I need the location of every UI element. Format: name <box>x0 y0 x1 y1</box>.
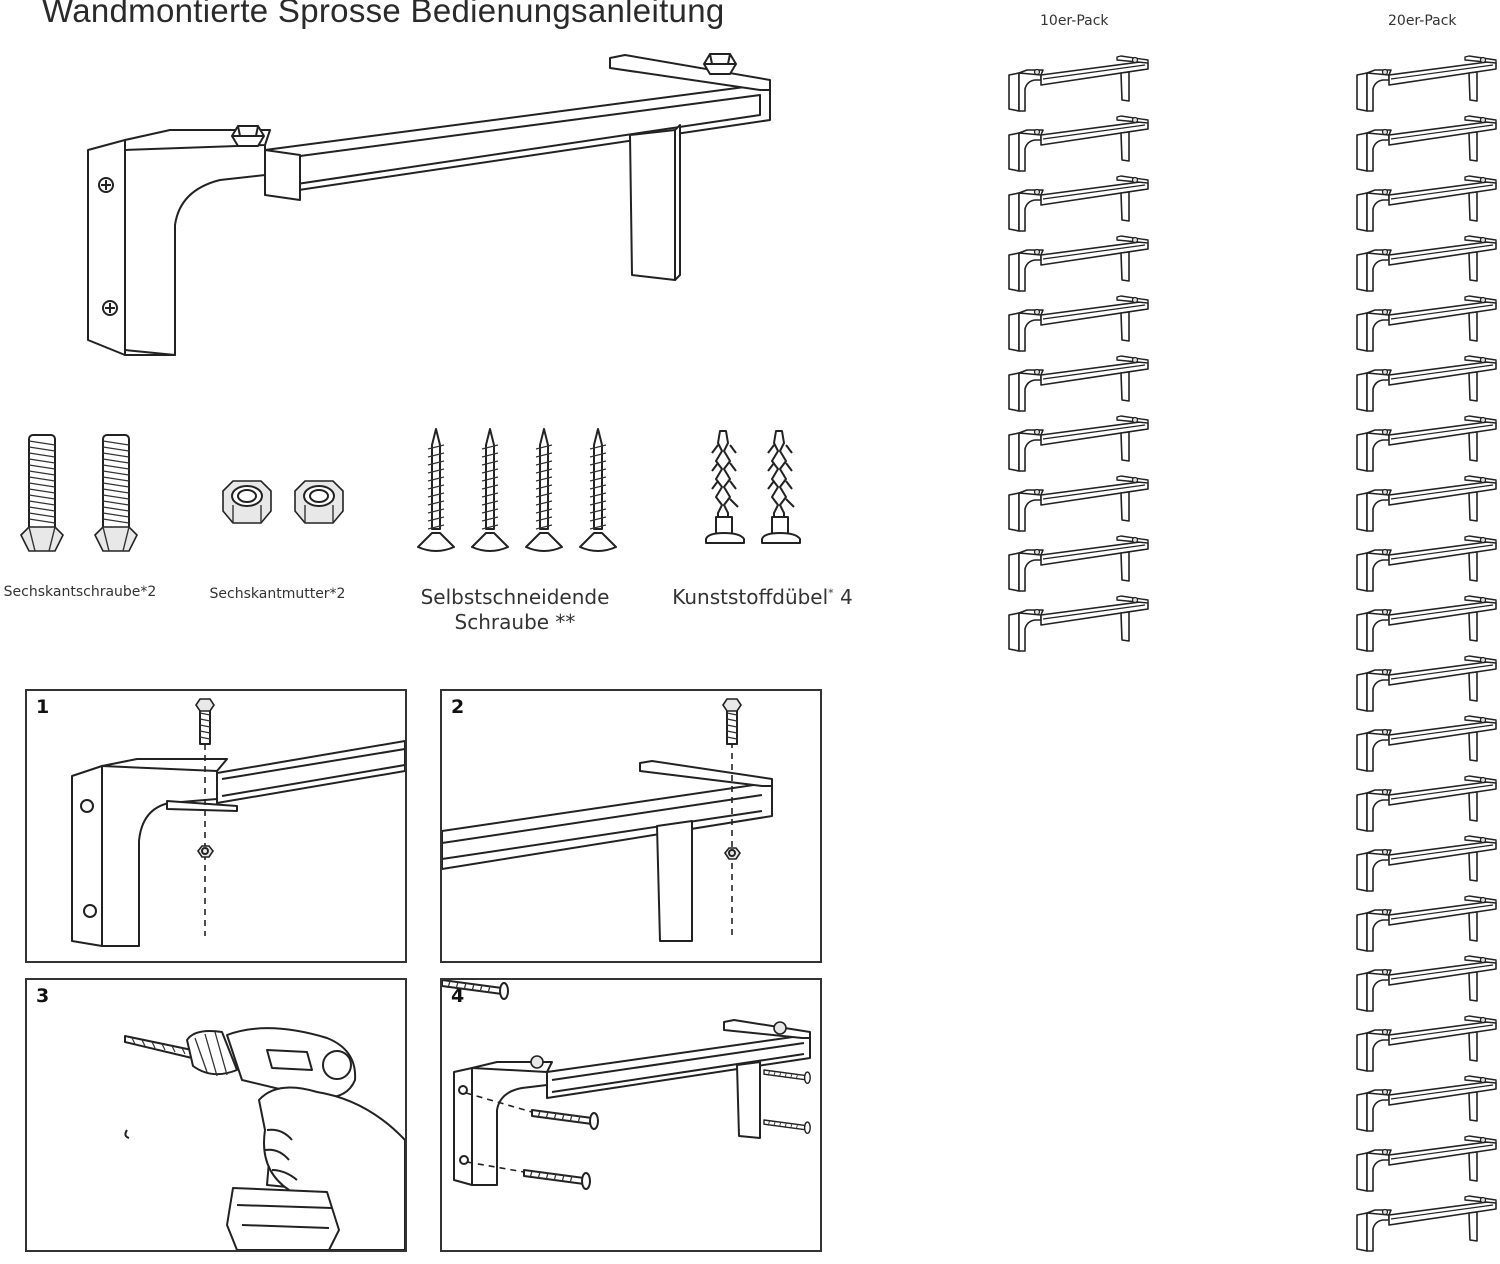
step-3-panel: 3 <box>25 978 407 1252</box>
bracket-icon <box>1353 715 1500 773</box>
bracket-icon <box>1353 355 1500 413</box>
bracket-icon <box>1353 1075 1500 1133</box>
bracket-icon <box>1353 955 1500 1013</box>
bracket-icon <box>1353 1015 1500 1073</box>
bracket-icon <box>1005 235 1155 293</box>
step-2-panel: 2 <box>440 689 822 963</box>
main-bracket-illustration <box>87 53 771 356</box>
hex-nuts-illustration <box>222 480 344 524</box>
bracket-icon <box>1005 535 1155 593</box>
step-number: 1 <box>36 696 50 718</box>
bracket-icon <box>1005 355 1155 413</box>
bracket-icon <box>1353 655 1500 713</box>
step-number: 2 <box>451 696 465 718</box>
bracket-icon <box>1005 115 1155 173</box>
part-label-text: Kunststoffdübel <box>672 585 829 609</box>
part-label-hex-bolt: Sechskantschraube*2 <box>3 584 157 600</box>
bracket-icon <box>1005 55 1155 113</box>
page-title: Wandmontierte Sprosse Bedienungsanleitun… <box>42 0 725 29</box>
bracket-icon <box>1353 115 1500 173</box>
step-number: 4 <box>451 985 465 1007</box>
step-number: 3 <box>36 985 50 1007</box>
step-2-illustration <box>442 698 773 942</box>
bracket-icon <box>1353 295 1500 353</box>
part-label-hex-nut: Sechskantmutter*2 <box>209 586 346 602</box>
bracket-icon <box>1353 775 1500 833</box>
bracket-icon <box>1005 595 1155 653</box>
step-1-panel: 1 <box>25 689 407 963</box>
bracket-icon <box>1353 595 1500 653</box>
bracket-icon <box>1353 415 1500 473</box>
step-4-mounting-illustration <box>442 980 811 1190</box>
bracket-icon <box>1353 175 1500 233</box>
part-label-plastic-dowel: Kunststoffdübel* 4 <box>660 585 865 609</box>
bracket-icon <box>1353 835 1500 893</box>
bracket-icon <box>1005 415 1155 473</box>
self-tapping-screws-illustration <box>417 428 617 552</box>
bracket-icon <box>1353 55 1500 113</box>
bracket-icon <box>1353 1195 1500 1253</box>
bracket-icon <box>1353 895 1500 953</box>
part-label-line: Selbstschneidende <box>420 585 610 609</box>
bracket-icon <box>1353 475 1500 533</box>
part-label-qty: 4 <box>840 585 853 609</box>
pack-label-20: 20er-Pack <box>1388 13 1457 29</box>
plastic-dowels-illustration <box>705 430 801 544</box>
part-label-line: Schraube ** <box>454 610 576 634</box>
pack-label-10: 10er-Pack <box>1040 13 1109 29</box>
bracket-icon <box>1353 535 1500 593</box>
bracket-icon <box>1353 1135 1500 1193</box>
step-3-drill-illustration <box>124 1027 405 1250</box>
step-1-illustration <box>71 698 405 947</box>
part-label-self-tapping-screw: Selbstschneidende Schraube ** <box>405 585 625 635</box>
part-label-mark: * <box>828 586 834 600</box>
hex-bolts-illustration <box>20 434 138 552</box>
bracket-icon <box>1005 175 1155 233</box>
step-4-panel: 4 <box>440 978 822 1252</box>
bracket-icon <box>1005 295 1155 353</box>
bracket-icon <box>1353 235 1500 293</box>
bracket-icon <box>1005 475 1155 533</box>
